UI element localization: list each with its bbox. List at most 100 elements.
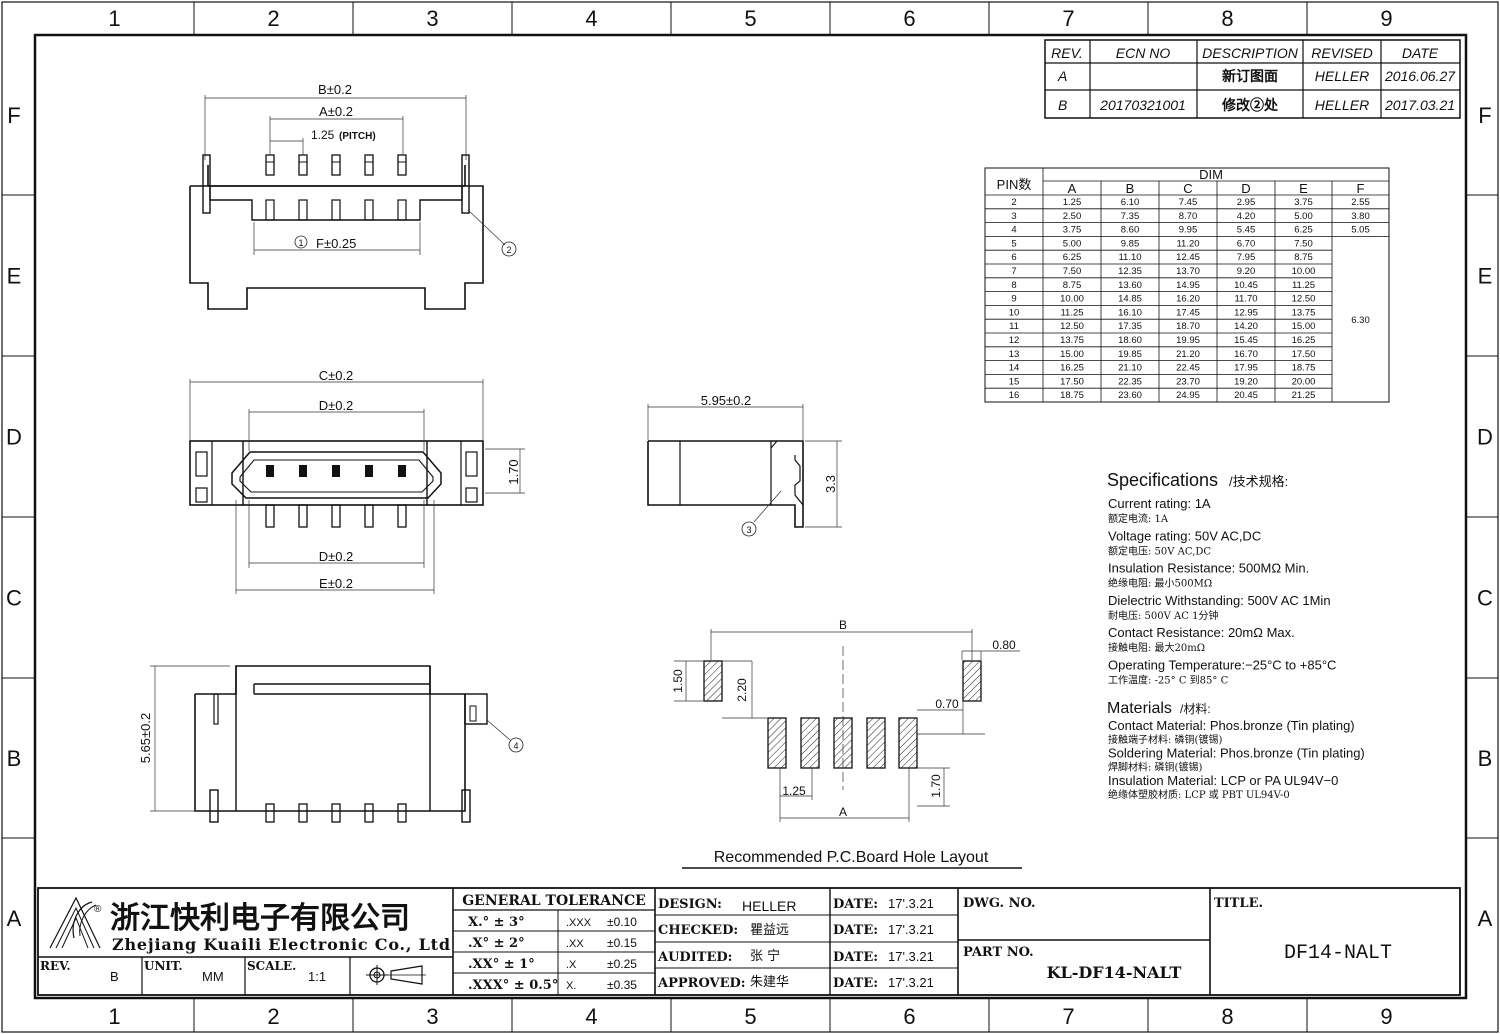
title-value: DF14-NALT <box>1284 942 1392 965</box>
dim-table-cell: 18.75 <box>1060 390 1084 401</box>
dim-table-cell: 16.10 <box>1118 307 1142 318</box>
spec-item-en: Operating Temperature:−25°C to +85°C <box>1108 658 1336 673</box>
dim-table-col-header: D <box>1241 181 1250 196</box>
dim-table-cell: 8 <box>1011 280 1016 291</box>
rev-table-cell: 20170321001 <box>1099 97 1186 113</box>
border-col-label-top: 2 <box>267 6 279 31</box>
note-4-marker: 4 <box>513 741 518 751</box>
company-name-en: Zhejiang Kuaili Electronic Co., Ltd <box>112 935 451 954</box>
note-1-marker: 1 <box>298 238 303 248</box>
dim-table-cell: 11 <box>1009 321 1019 332</box>
spec-item-cn: 额定电压: 50V AC,DC <box>1108 544 1211 557</box>
rev-label: REV. <box>40 959 71 973</box>
dim-table-cell: 17.50 <box>1292 349 1316 360</box>
dim-table-cell: 8.75 <box>1063 280 1082 291</box>
tolerance-value: ±0.35 <box>607 978 637 992</box>
part-no-label: PART NO. <box>963 945 1034 960</box>
dim-table-cell: 2.50 <box>1063 211 1082 222</box>
tolerance-decimal: .XXX <box>566 917 592 929</box>
dim-table-cell: 13.70 <box>1176 266 1200 277</box>
dim-table-col-header: A <box>1068 181 1077 196</box>
tolerance-angle: .X° ± 2° <box>468 936 525 951</box>
dim-170-label: 1.70 <box>506 459 521 484</box>
spec-item-en: Contact Resistance: 20mΩ Max. <box>1108 625 1295 640</box>
dim-table-cell: 11.25 <box>1060 307 1083 318</box>
border-col-label-bottom: 8 <box>1221 1004 1233 1029</box>
dim-table-cell: 16.70 <box>1234 349 1258 360</box>
tolerance-title: GENERAL TOLERANCE <box>462 893 646 909</box>
border-row-label-right: F <box>1478 103 1491 128</box>
dim-table-cell: 18.70 <box>1176 321 1200 332</box>
dim-c-label: C±0.2 <box>319 368 354 383</box>
rev-table-cell: A <box>1057 68 1067 84</box>
dim-table-cell: 16.25 <box>1292 335 1316 346</box>
tolerance-angle: .XXX° ± 0.5° <box>468 978 558 993</box>
dim-pitch-value: 1.25 <box>311 128 335 142</box>
date-value-2: 17'.3.21 <box>888 922 934 937</box>
dim-table-cell: 11.10 <box>1118 252 1141 263</box>
dim-pitch-label: (PITCH) <box>339 131 376 142</box>
border-col-label-bottom: 7 <box>1062 1004 1074 1029</box>
rev-table-cell: 2016.06.27 <box>1384 68 1456 84</box>
spec-item-en: Voltage rating: 50V AC,DC <box>1108 528 1261 543</box>
pcb-dim-070: 0.70 <box>935 697 959 711</box>
unit-value: MM <box>202 969 224 984</box>
pcb-dim-080: 0.80 <box>992 638 1016 652</box>
dim-table-cell: 14.20 <box>1234 321 1258 332</box>
dim-table-cell: 14.95 <box>1176 280 1200 291</box>
dim-table-cell: 10.45 <box>1234 280 1258 291</box>
border-col-label-top: 3 <box>426 6 438 31</box>
front-view: C±0.2 D±0.2 1.70 D±0.2 E±0.2 <box>189 368 525 594</box>
approved-value: 朱建华 <box>750 975 789 990</box>
spec-item-cn: 接触电阻: 最大20mΩ <box>1108 641 1205 654</box>
dim-table-cell: 10 <box>1009 307 1020 318</box>
pcb-hole-layout: B 0.80 1.50 2.20 0.70 1.25 1.70 A Recomm… <box>671 618 1022 869</box>
pcb-dim-b: B <box>839 618 847 632</box>
pcb-caption: Recommended P.C.Board Hole Layout <box>714 849 989 866</box>
dim-table-cell: 12.45 <box>1176 252 1200 263</box>
dim-table-cell: 17.95 <box>1234 363 1258 374</box>
spec-item-en: Dielectric Withstanding: 500V AC 1Min <box>1108 593 1331 608</box>
top-view: B±0.2 A±0.2 1.25 (PITCH) 1 F±0.25 2 <box>189 82 517 310</box>
dim-table-cell: 6.25 <box>1294 225 1313 236</box>
date-value-3: 17'.3.21 <box>888 949 934 964</box>
border-row-label-right: D <box>1477 425 1493 450</box>
border-col-label-top: 5 <box>744 6 756 31</box>
dim-table-cell: 7.45 <box>1179 197 1198 208</box>
specifications: Specifications /技术规格: Current rating: 1A… <box>1107 470 1365 801</box>
border-row-label-right: E <box>1478 264 1493 289</box>
dim-table-cell: 3.75 <box>1294 197 1313 208</box>
dim-table-cell: 17.45 <box>1176 307 1200 318</box>
dim-side-height: 3.3 <box>823 475 838 493</box>
date-label-1: DATE: <box>833 897 878 912</box>
dim-table-pin-header: PIN数 <box>997 177 1032 192</box>
spec-item-cn: 工作温度: -25° C 到85° C <box>1108 674 1229 687</box>
dim-table-cell: 22.35 <box>1118 376 1142 387</box>
dim-table-cell: 12.35 <box>1118 266 1142 277</box>
material-item-en: Soldering Material: Phos.bronze (Tin pla… <box>1108 746 1365 761</box>
dim-table-cell: 15 <box>1009 376 1020 387</box>
rev-table-header: ECN NO <box>1116 45 1171 61</box>
spec-item-cn: 额定电流: 1A <box>1108 512 1169 525</box>
border-col-label-top: 7 <box>1062 6 1074 31</box>
border-col-label-top: 8 <box>1221 6 1233 31</box>
spec-item-cn: 耐电压: 500V AC 1分钟 <box>1108 609 1218 622</box>
dim-table-col-header: B <box>1126 181 1135 196</box>
company-name-cn: 浙江快利电子有限公司 <box>110 901 410 936</box>
audited-value: 张 宁 <box>750 948 780 964</box>
border-col-label-top: 6 <box>903 6 915 31</box>
date-value-1: 17'.3.21 <box>888 896 934 911</box>
dim-table-cell: 7.35 <box>1121 211 1140 222</box>
border-row-label-left: B <box>7 746 22 771</box>
dim-table-cell: 9 <box>1011 294 1016 305</box>
note-3-marker: 3 <box>746 525 751 535</box>
rev-table-cell: HELLER <box>1315 97 1369 113</box>
dim-table-cell: 5.45 <box>1237 225 1256 236</box>
tolerance-value: ±0.15 <box>607 936 637 950</box>
dim-side-width: 5.95±0.2 <box>701 393 752 408</box>
dim-b-label: B±0.2 <box>318 82 352 97</box>
specs-title-cn: /技术规格: <box>1229 474 1288 489</box>
dim-table-cell: 21.20 <box>1176 349 1200 360</box>
